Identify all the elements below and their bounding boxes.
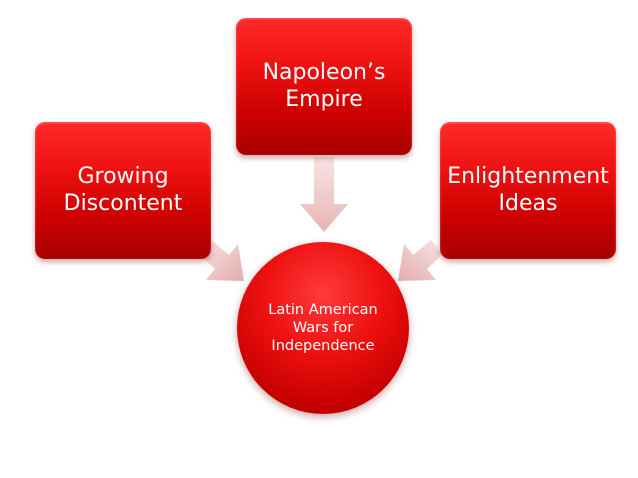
node-growing-discontent-label: Growing Discontent: [63, 164, 183, 216]
center-node-label: Latin American Wars for Independence: [268, 301, 378, 355]
node-enlightenment-ideas: Enlightenment Ideas: [440, 122, 616, 259]
node-enlightenment-ideas-label: Enlightenment Ideas: [447, 164, 609, 216]
arrow-napoleon-to-center: [300, 157, 348, 232]
arrow-enlightenment-to-center: [398, 240, 443, 281]
center-node-latin-american-wars: Latin American Wars for Independence: [237, 242, 409, 414]
node-growing-discontent: Growing Discontent: [35, 122, 211, 259]
node-napoleons-empire-label: Napoleon’s Empire: [262, 60, 386, 112]
node-napoleons-empire: Napoleon’s Empire: [236, 18, 412, 155]
